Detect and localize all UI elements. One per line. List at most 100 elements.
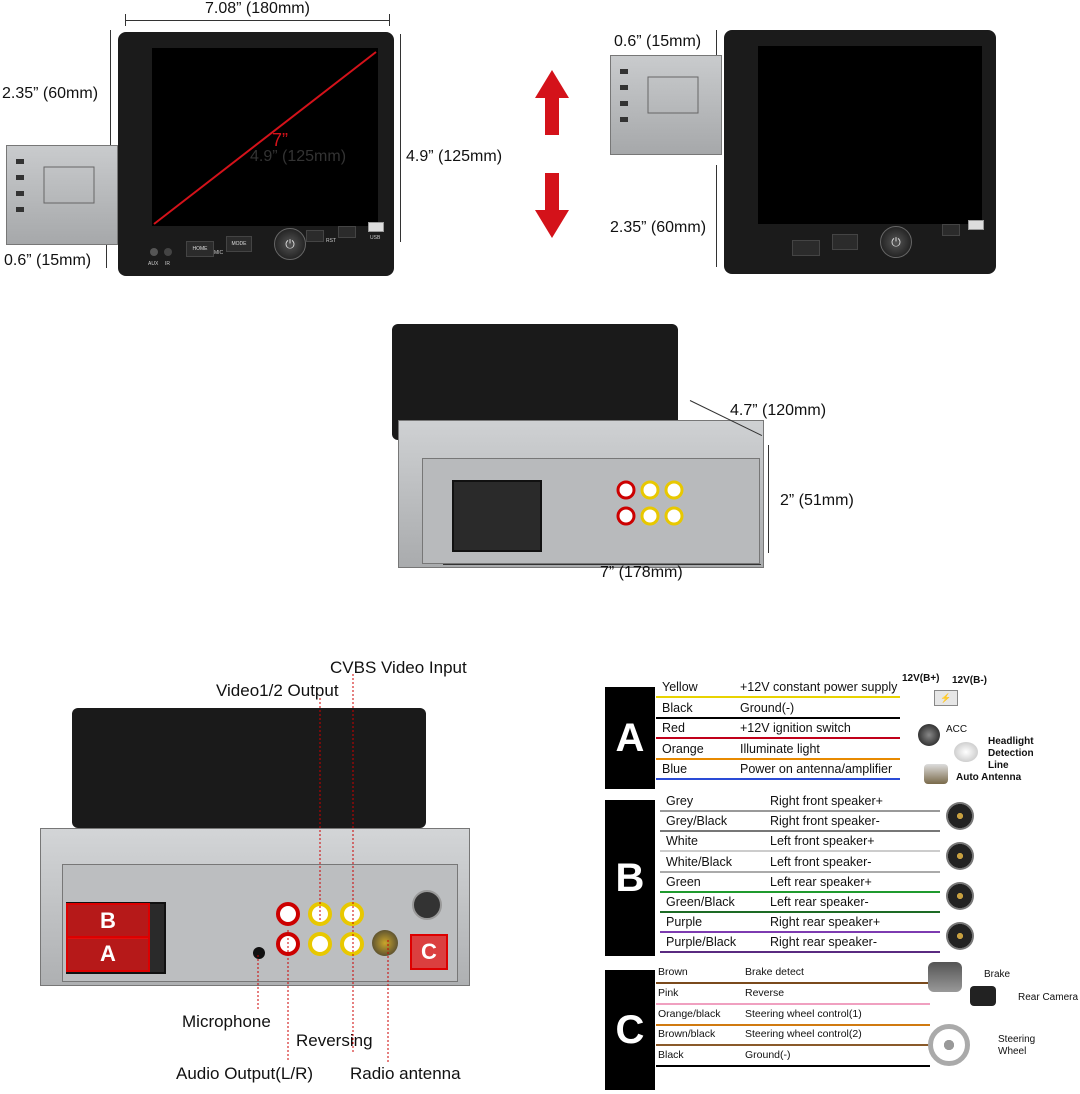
wire-name: Brown: [658, 966, 688, 978]
wire-line: [660, 830, 940, 833]
section-a-letter: A: [605, 687, 655, 789]
wire-name: Blue: [662, 762, 688, 776]
wire-description: Right front speaker-: [770, 814, 880, 829]
wire-description: Ground(-): [745, 1049, 791, 1062]
antenna-icon: [924, 764, 948, 784]
headlight-label-2: Detection: [988, 748, 1034, 759]
height-dim-line: [768, 445, 769, 553]
steering-wheel-icon: [928, 1024, 970, 1066]
wire-description: Left front speaker+: [770, 834, 875, 849]
wire-name: Black: [662, 700, 693, 715]
dim-bottom-label-right: 2.35” (60mm): [610, 219, 707, 236]
wire-description: Reverse: [745, 986, 785, 999]
home-button[interactable]: HOME: [186, 241, 214, 257]
wire-line: [660, 850, 940, 853]
home-button-right[interactable]: [792, 240, 820, 256]
wire-description: Steering wheel control(1): [745, 1007, 862, 1020]
speaker-icon: [946, 802, 974, 830]
brake-label: Brake: [984, 969, 1011, 980]
home-button-label: HOME: [192, 246, 208, 252]
usb-label: USB: [370, 235, 381, 241]
chassis-vents-right: [620, 69, 699, 122]
wire-description: Power on antenna/amplifier: [740, 762, 893, 776]
antenna-jack: [372, 930, 398, 956]
wire-description: Steering wheel control(2): [745, 1028, 862, 1041]
wire-line: [660, 951, 940, 954]
usb-port[interactable]: [368, 222, 384, 232]
flip-screen-back-2: [72, 708, 426, 828]
wire-line: [656, 1002, 930, 1005]
wire-line: [660, 911, 940, 913]
wire-line: [656, 757, 900, 760]
wire-name: Grey: [666, 794, 694, 808]
section-c-letter: C: [605, 970, 655, 1090]
wire-line: [656, 716, 900, 719]
steering-label-2: Wheel: [998, 1046, 1027, 1057]
wire-line: [656, 737, 900, 739]
marker-a: A: [66, 936, 150, 972]
wire-description: Left rear speaker-: [770, 895, 869, 909]
headlight-label-3: Line: [988, 760, 1009, 771]
mic-jack: [253, 947, 265, 959]
wire-name: Green: [666, 874, 701, 889]
dim-line-right-height: [400, 34, 401, 242]
diagonal-line: [153, 51, 377, 225]
wire-line: [656, 778, 900, 780]
mode-button-label: MODE: [231, 241, 247, 247]
aux-jack[interactable]: [150, 248, 158, 256]
wire-line: [660, 870, 940, 873]
mode-button-right[interactable]: [832, 234, 858, 250]
marker-c: C: [410, 934, 448, 970]
mode-button[interactable]: MODE: [226, 236, 252, 252]
chassis-box-right: [610, 55, 722, 155]
headlight-icon: [954, 742, 978, 762]
dim-width-label: 7.08” (180mm): [205, 0, 310, 17]
rear-camera-icon: [970, 986, 996, 1006]
power-knob[interactable]: ⏻: [274, 228, 306, 260]
dim-top-label: 0.6” (15mm): [614, 33, 702, 50]
wire-line: [656, 1044, 930, 1047]
dim-line-left-height: [110, 30, 111, 152]
label-video12: Video1/2 Output: [216, 681, 339, 700]
dim-left-height-label: 2.35” (60mm): [2, 85, 99, 102]
wire-description: Right rear speaker+: [770, 915, 881, 930]
dim-bottom-label: 0.6” (15mm): [4, 252, 92, 269]
dim-tick: [125, 14, 126, 26]
wire-name: White: [666, 834, 698, 849]
acc-icon: [918, 724, 940, 746]
wire-description: Illuminate light: [740, 741, 820, 756]
headlight-label-1: Headlight: [988, 736, 1034, 747]
up-down-arrows: [535, 70, 569, 238]
wire-line: [656, 1023, 930, 1026]
wire-name: Black: [658, 1049, 684, 1062]
wire-name: Yellow: [662, 680, 698, 694]
power-knob-right[interactable]: ⏻: [880, 226, 912, 258]
label-radio-antenna: Radio antenna: [350, 1064, 461, 1083]
wire-description: Brake detect: [745, 966, 804, 978]
ir-sensor: [164, 248, 172, 256]
dim-line-bottom: [106, 232, 107, 268]
wire-line: [656, 696, 900, 698]
section-b-text: B: [615, 855, 645, 900]
wire-description: Right front speaker+: [770, 794, 883, 808]
section-c-text: C: [615, 1007, 645, 1052]
mic-label: MIC: [214, 250, 224, 256]
auto-antenna-label: Auto Antenna: [956, 772, 1022, 783]
usb-port-right[interactable]: [968, 220, 984, 230]
dim-line-top: [716, 30, 717, 66]
depth-label: 4.7” (120mm): [730, 402, 827, 419]
wire-description: Left rear speaker+: [770, 874, 872, 889]
marker-b-text: B: [100, 908, 116, 933]
diagonal-label: 7”: [272, 130, 289, 150]
next-button-right[interactable]: [942, 224, 960, 236]
rca-jacks: [276, 902, 364, 956]
wire-name: Red: [662, 721, 685, 735]
prev-button[interactable]: [306, 230, 324, 242]
wire-description: +12V ignition switch: [740, 721, 851, 735]
height-label: 2” (51mm): [780, 492, 854, 509]
battery-icon: ⚡: [934, 690, 958, 706]
inner-height-label: 4.9” (125mm): [250, 148, 347, 165]
wire-name: Orange/black: [658, 1007, 721, 1020]
next-button[interactable]: [338, 226, 356, 238]
label-audio-output: Audio Output(L/R): [176, 1064, 314, 1083]
